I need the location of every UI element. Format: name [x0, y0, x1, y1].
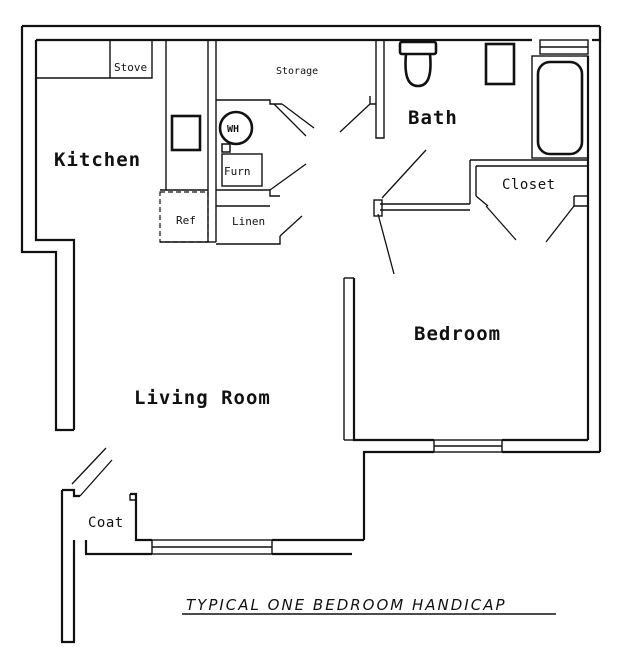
vanity-icon: [484, 42, 516, 86]
linen-label: Linen: [232, 215, 265, 228]
bath-label: Bath: [408, 107, 458, 129]
storage-label: Storage: [276, 66, 318, 77]
sink-icon: [170, 114, 202, 152]
exterior-walls: [20, 24, 602, 644]
door-swings: [71, 103, 575, 501]
bathtub-icon: [536, 60, 584, 156]
refrigerator-icon: [159, 191, 209, 243]
closet-label: Closet: [502, 177, 556, 193]
toilet-tank-icon: [398, 40, 438, 56]
kitchen-label: Kitchen: [54, 149, 141, 171]
water-heater-label: WH: [227, 124, 239, 135]
toilet-bowl-icon: [404, 53, 432, 88]
ref-label: Ref: [176, 214, 196, 227]
appliances: [159, 40, 589, 243]
living-room-label: Living Room: [134, 387, 271, 409]
windows: [151, 39, 589, 555]
bedroom-label: Bedroom: [414, 323, 501, 345]
room-labels: Kitchen Living Room Bath Bedroom Closet …: [54, 61, 556, 531]
interior-walls: [36, 40, 588, 441]
coat-label: Coat: [88, 515, 124, 531]
stove-label: Stove: [114, 61, 147, 74]
furn-label: Furn: [224, 165, 251, 178]
plan-caption: TYPICAL ONE BEDROOM HANDICAP: [182, 596, 556, 615]
caption-text: TYPICAL ONE BEDROOM HANDICAP: [186, 596, 507, 614]
water-heater-icon: [218, 110, 254, 146]
